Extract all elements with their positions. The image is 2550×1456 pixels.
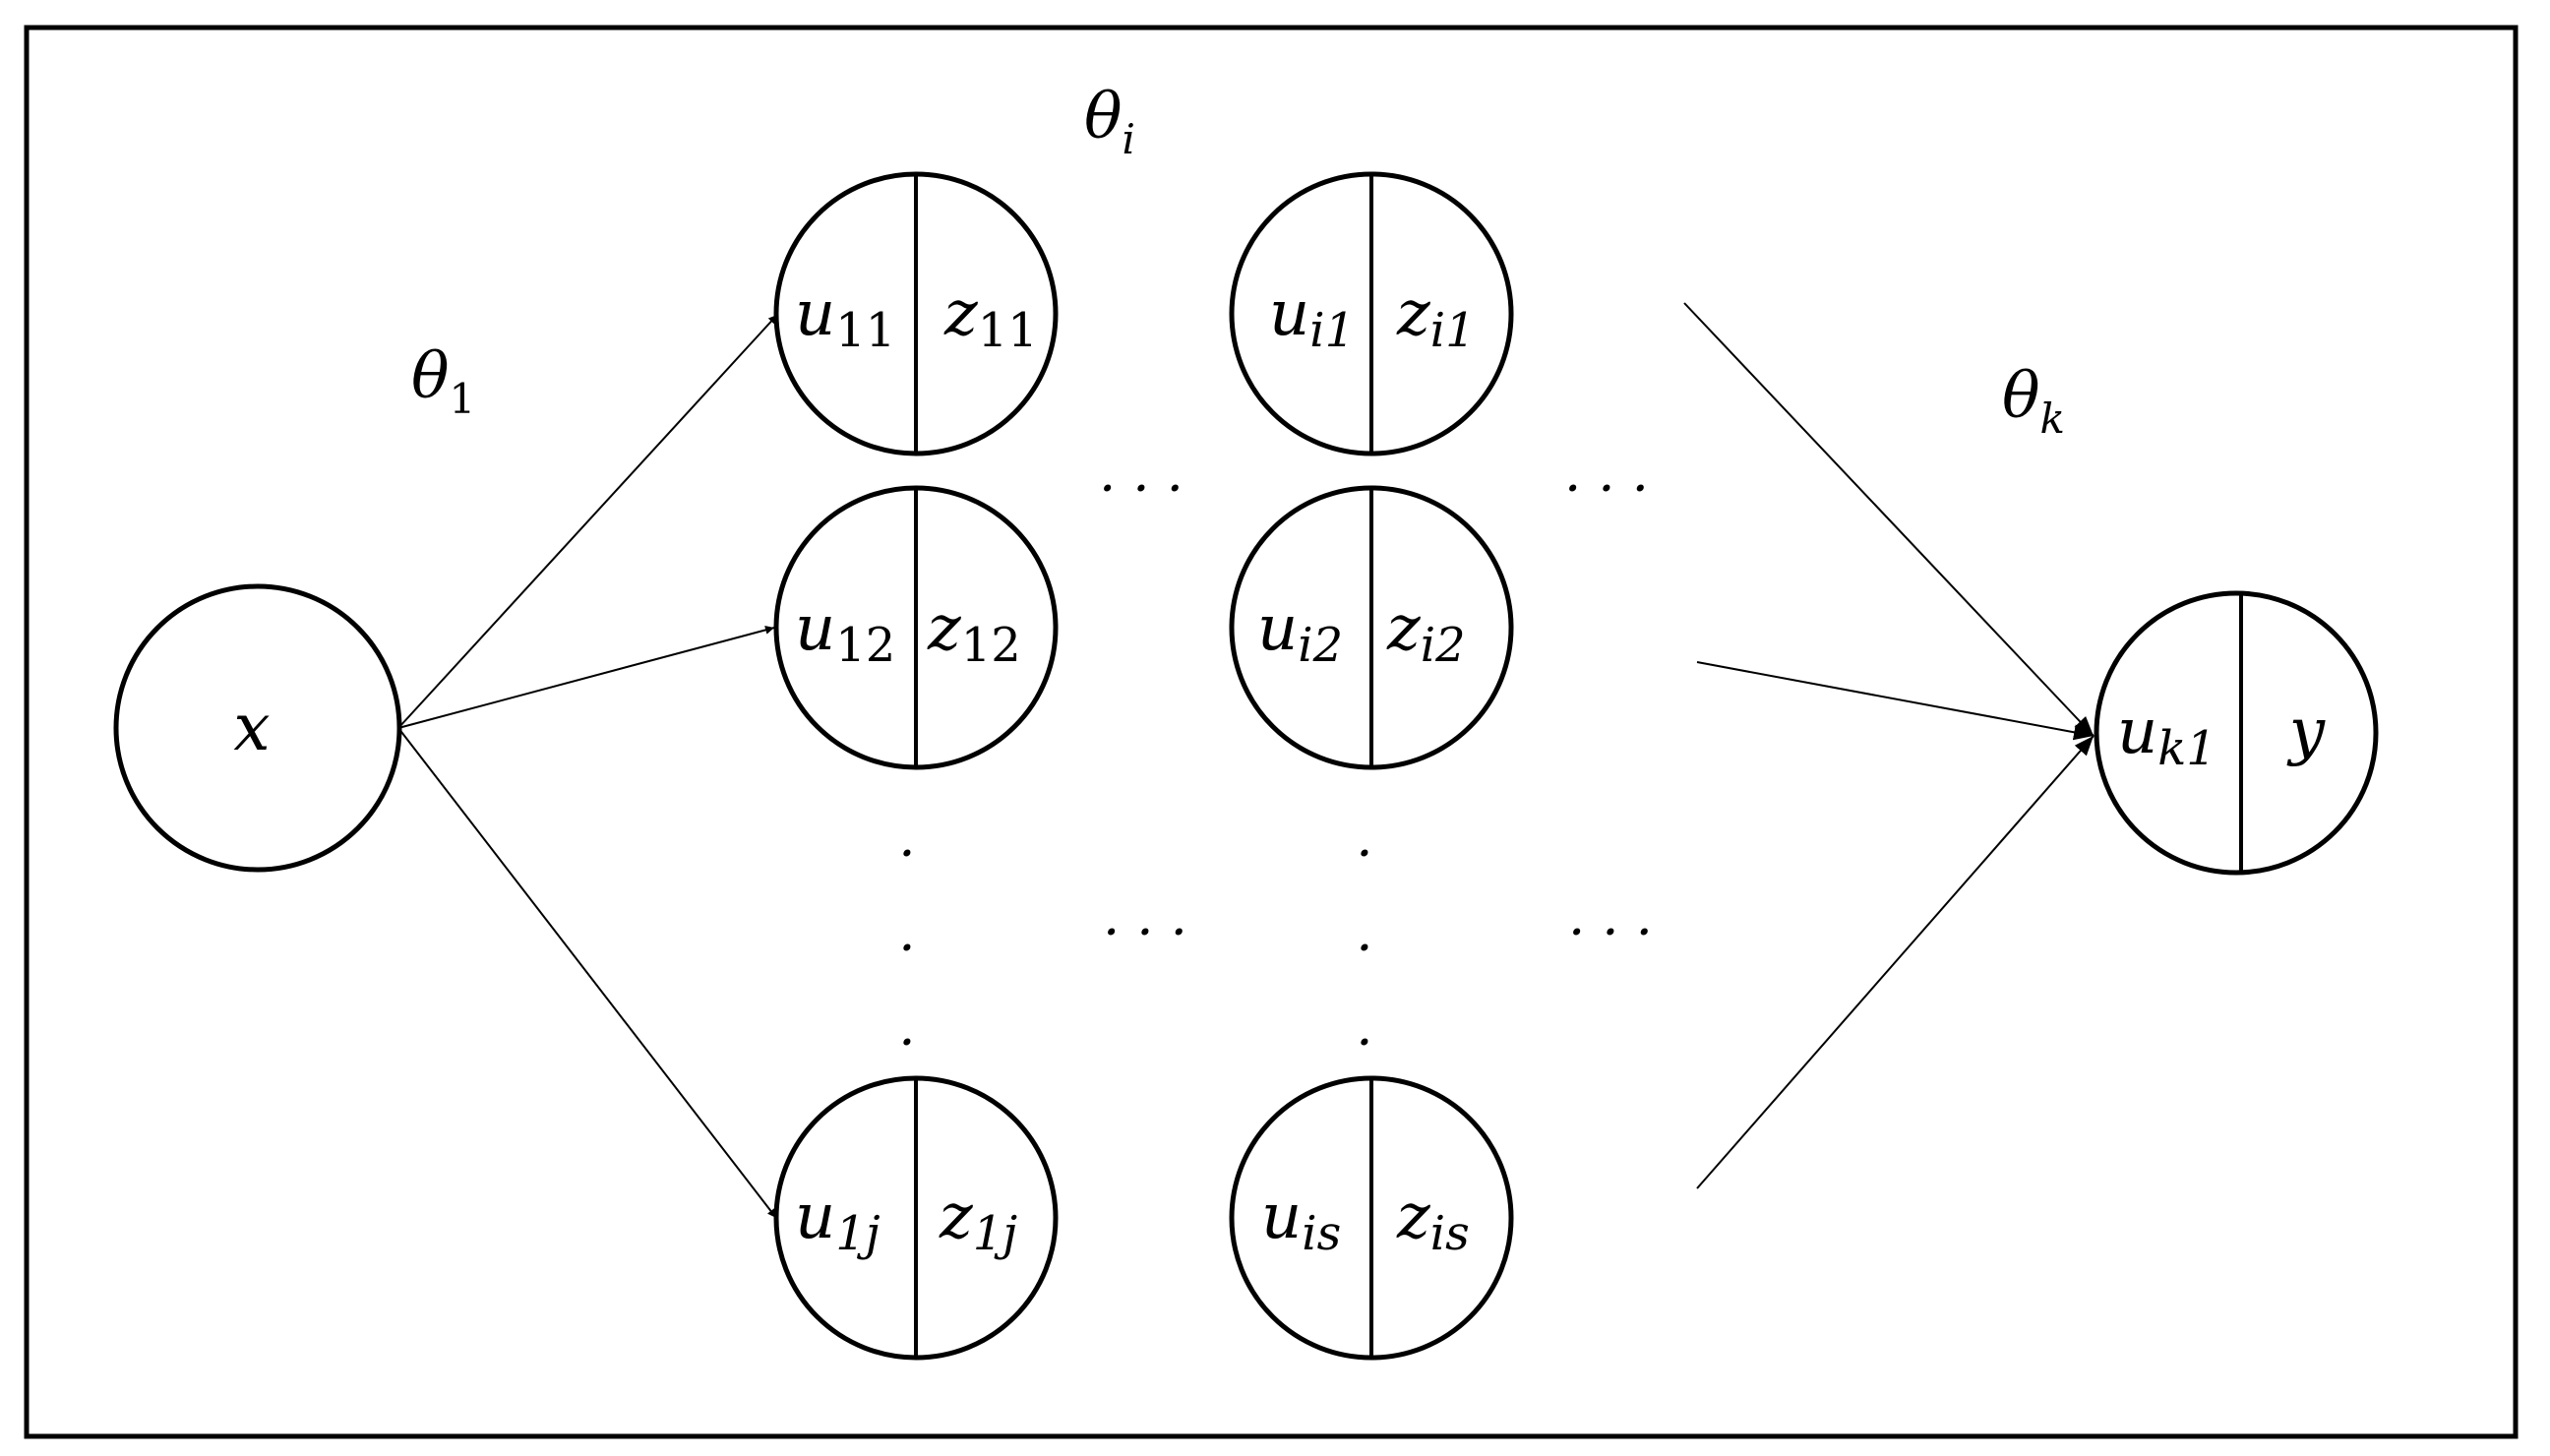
ellipsis-layeri-to-k-top: · · · <box>1564 457 1649 519</box>
node-z-label: zi2 <box>1386 592 1466 673</box>
node-u-label: ui1 <box>1269 277 1355 358</box>
vdot-layeri-2: · <box>1356 917 1372 979</box>
input-node-circle <box>113 583 402 873</box>
input-node: x <box>113 583 402 873</box>
node-u1j-z1j: u1j z1j <box>773 1075 1059 1361</box>
output-node: uk1 y <box>2094 590 2379 876</box>
node-z-label: zis <box>1396 1181 1470 1261</box>
output-node-circle <box>2094 590 2379 876</box>
node-ui2-zi2: ui2 zi2 <box>1229 485 1514 770</box>
vdot-layer1-1: · <box>898 822 915 884</box>
input-node-label: x <box>233 690 270 765</box>
edge-to-uk1-top <box>1683 302 2095 737</box>
node-z-label: z11 <box>943 277 1038 358</box>
theta-k-label: θk <box>2002 360 2065 443</box>
node-u-label: u1j <box>795 1181 880 1261</box>
ellipsis-layer1-to-i-bottom: · · · <box>1103 901 1187 963</box>
node-u-label: u11 <box>795 277 895 358</box>
theta-i-label: θi <box>1084 81 1135 163</box>
vdot-layeri-1: · <box>1356 822 1372 884</box>
node-uis-zis: uis zis <box>1229 1075 1514 1361</box>
node-u-label: ui2 <box>1257 592 1343 673</box>
node-u12-z12: u12 z12 <box>773 485 1059 770</box>
theta-1-label: θ1 <box>411 340 475 423</box>
node-u-label: u12 <box>795 592 895 673</box>
node-ui1-zi1: ui1 zi1 <box>1229 171 1514 456</box>
edge-x-to-u12 <box>397 625 775 729</box>
edge-x-to-u1j <box>397 727 777 1219</box>
node-u11-z11: u11 z11 <box>773 171 1059 456</box>
edge-to-uk1-middle <box>1696 661 2095 741</box>
node-z-label: z12 <box>927 592 1021 673</box>
node-u-label: uis <box>1261 1181 1341 1261</box>
output-u-label: uk1 <box>2117 696 2216 776</box>
edge-x-to-u11 <box>397 314 778 729</box>
edge-to-uk1-bottom <box>1696 735 2095 1189</box>
ellipsis-layeri-to-k-bottom: · · · <box>1568 901 1653 963</box>
vdot-layer1-2: · <box>898 917 915 979</box>
ellipsis-layer1-to-i-top: · · · <box>1099 457 1184 519</box>
node-z-label: zi1 <box>1396 277 1476 358</box>
vdot-layeri-3: · <box>1356 1011 1372 1073</box>
node-z-label: z1j <box>939 1181 1017 1261</box>
diagram-border <box>24 25 2519 1439</box>
vdot-layer1-3: · <box>898 1011 915 1073</box>
output-y-label: y <box>2286 696 2326 768</box>
